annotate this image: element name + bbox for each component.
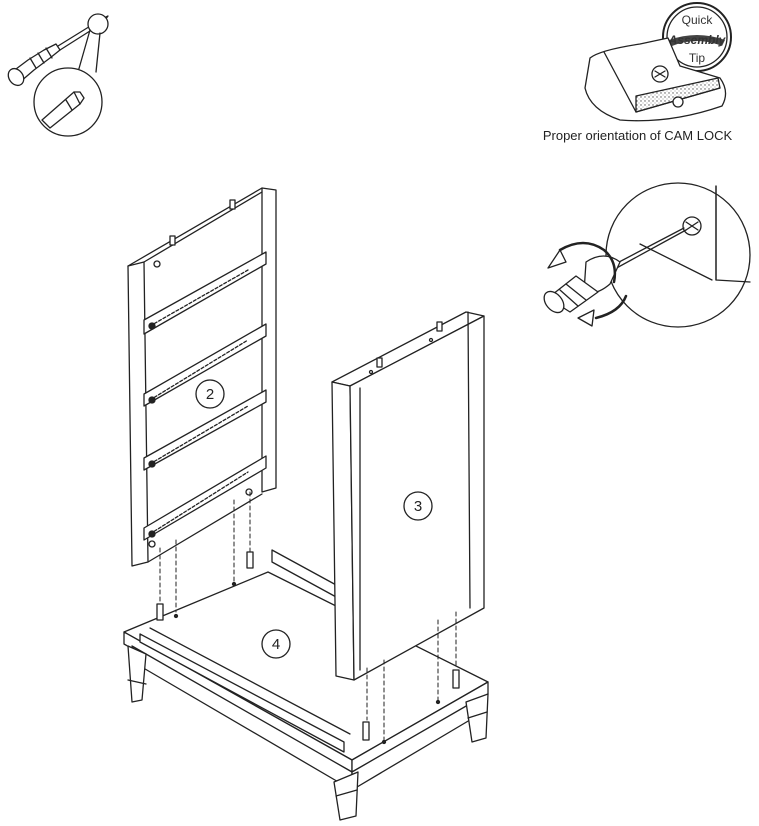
tip-banner-word: Assembly [668,33,727,47]
side-panel-2 [127,187,277,567]
svg-text:4: 4 [272,636,280,653]
tip-subtitle-word: Tip [689,51,706,65]
svg-text:2: 2 [206,386,214,403]
cam-lock-orientation-inset [584,37,727,122]
dowel-pins [156,551,460,745]
rotate-clockwise-icon [547,241,628,327]
base-frame [123,549,489,821]
svg-text:3: 3 [414,498,422,515]
assembly-guides [159,491,457,741]
quick-tip-badge: Quick Assembly Tip [662,2,732,72]
part-label-4: 4 [261,629,291,659]
part-label-2: 2 [195,379,225,409]
tip-title-word: Quick [682,13,714,27]
cam-lock-caption: Proper orientation of CAM LOCK [542,128,733,143]
part-label-3: 3 [403,491,433,521]
phillips-screwdriver-icon [7,13,109,137]
cam-lock-tightening-inset [543,182,751,328]
